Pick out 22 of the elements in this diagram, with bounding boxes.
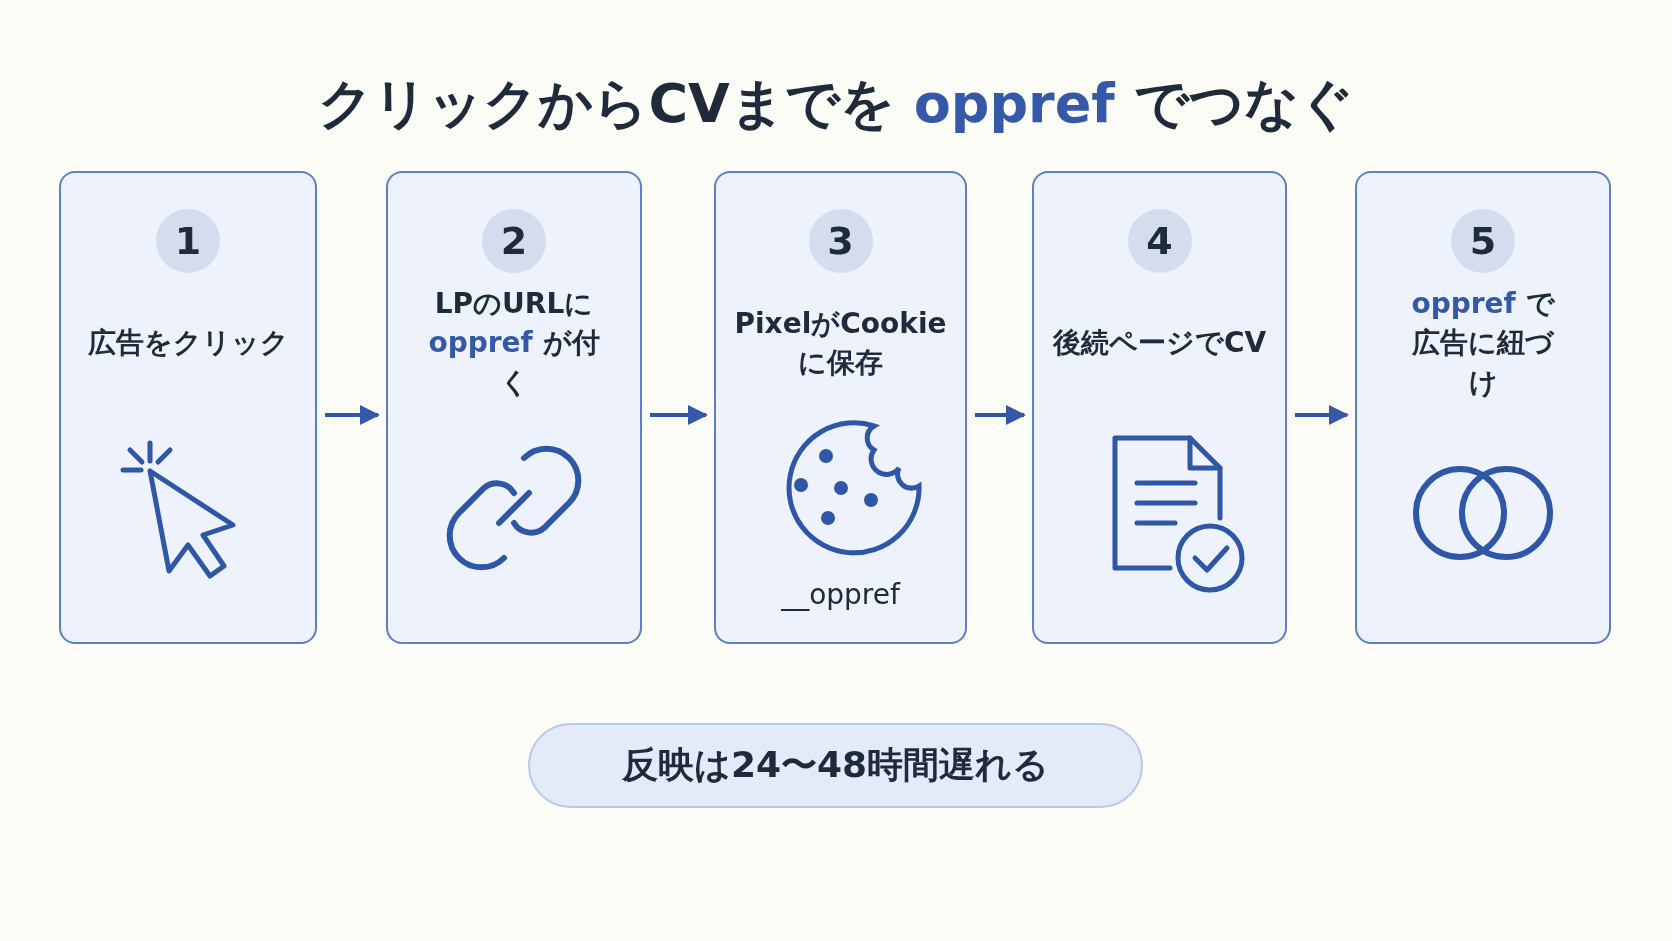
step-card: [386, 171, 642, 644]
arrow: [650, 405, 708, 425]
arrow: [1295, 405, 1349, 425]
step-label: PixelがCookieに保存: [734, 305, 947, 381]
step-card: [1355, 171, 1611, 644]
step-number: 4: [1127, 209, 1192, 273]
cookie-name: __oppref: [781, 578, 900, 611]
step-number: 3: [808, 209, 873, 273]
step-label: LPのURLにoppref が付く: [427, 286, 601, 401]
arrow: [325, 405, 380, 425]
step-number: 5: [1451, 209, 1515, 273]
step-number: 2: [482, 209, 546, 273]
step-card: [714, 171, 967, 644]
step-card: [1032, 171, 1287, 644]
step-label: 後続ページでCV: [1052, 325, 1267, 362]
note-text: 反映は24〜48時間遅れる: [621, 743, 1050, 787]
arrow: [975, 405, 1026, 425]
step-label: 広告をクリック: [87, 325, 289, 362]
step-number: 1: [156, 209, 220, 273]
step-card: [59, 171, 317, 644]
step-label: oppref で広告に紐づけ: [1410, 286, 1556, 401]
title: クリックからCVまでを oppref でつなぐ: [317, 71, 1355, 137]
